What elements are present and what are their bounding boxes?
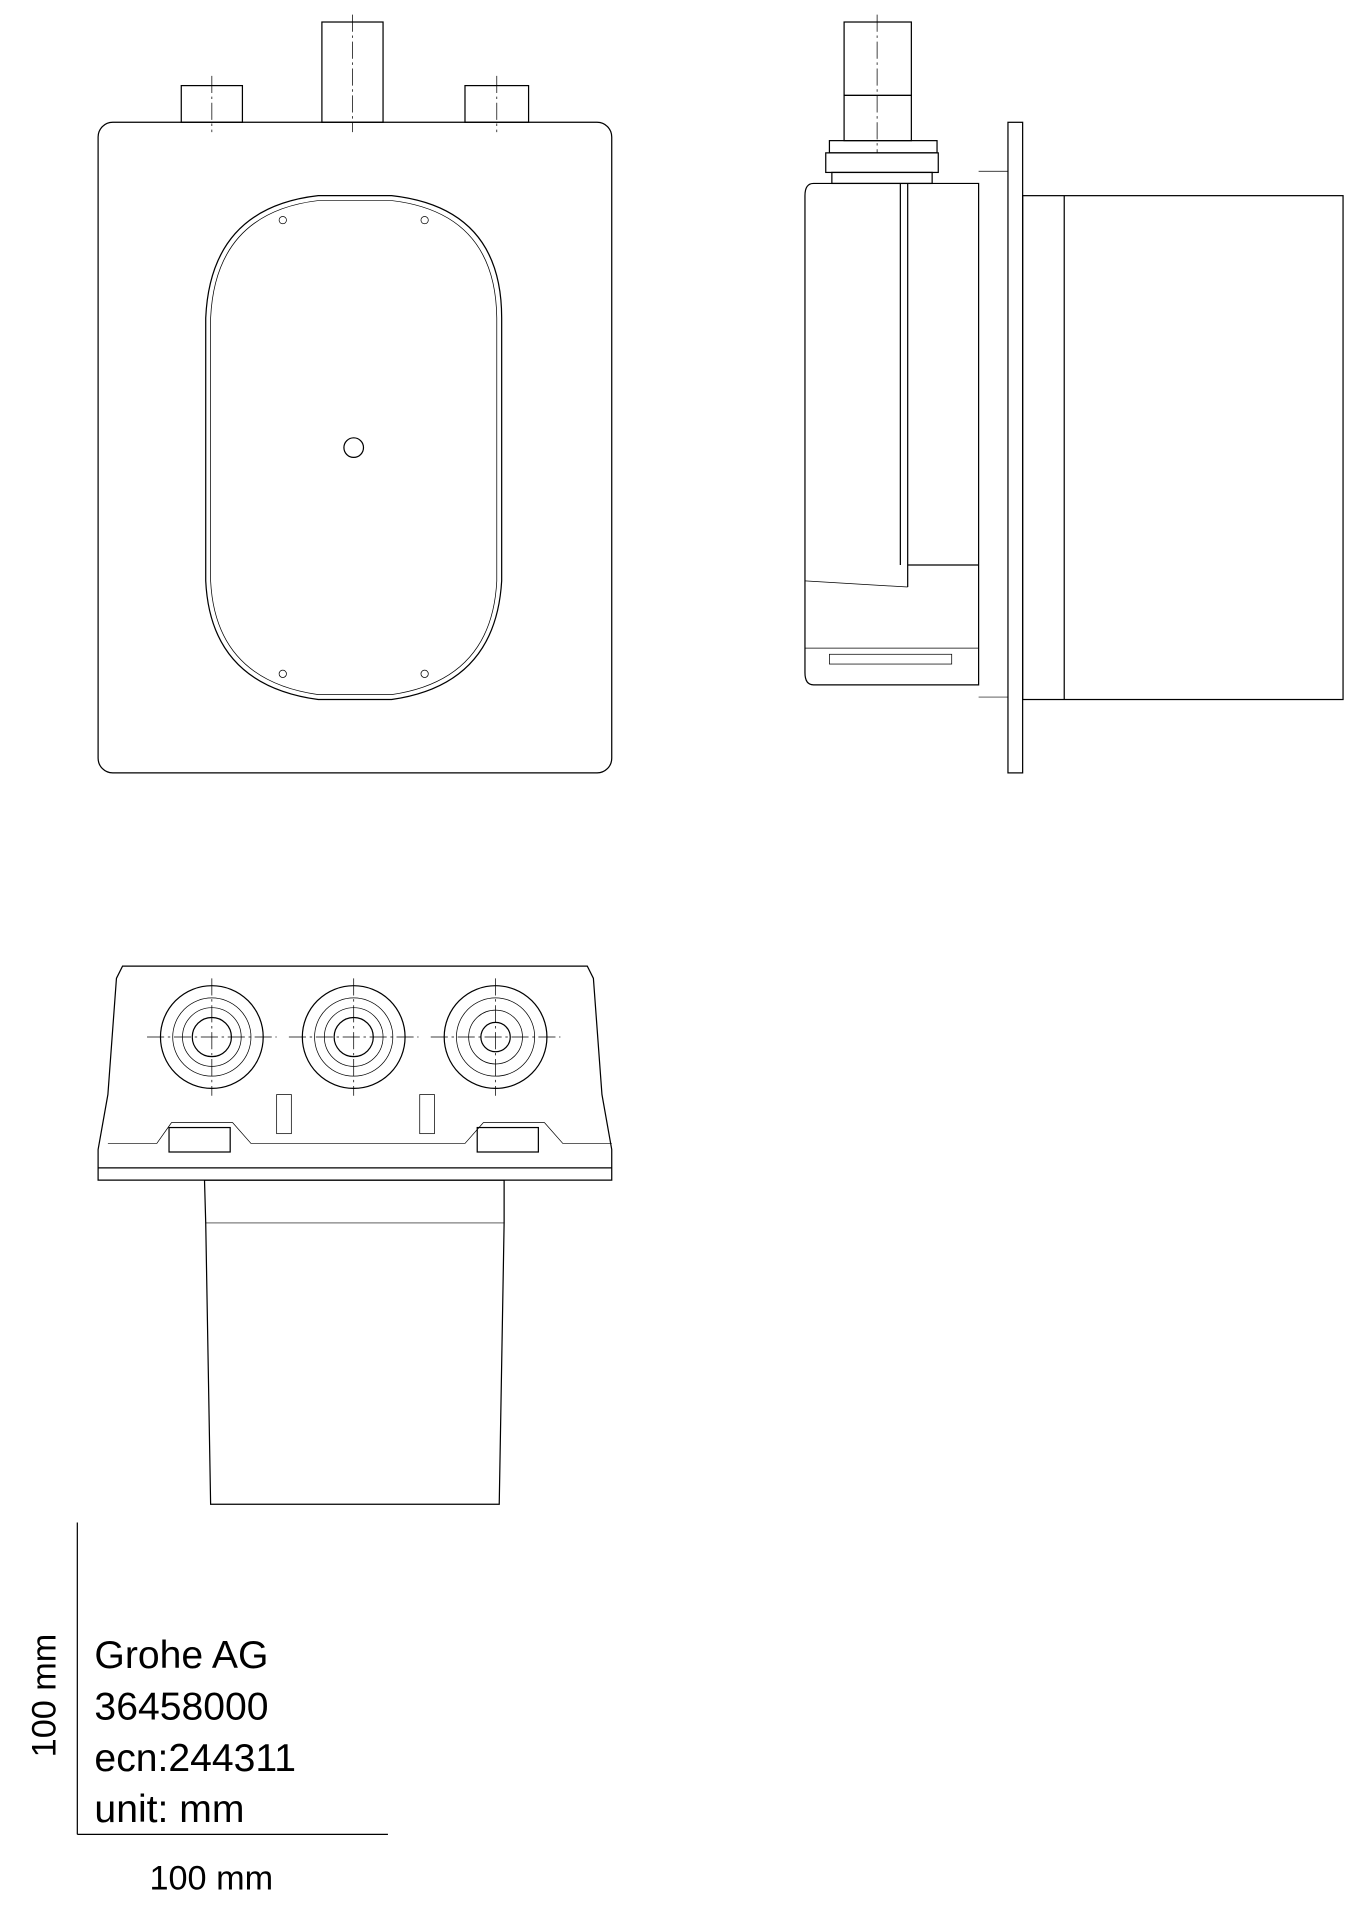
unit-label: unit: mm [94,1788,244,1831]
bottom-view [97,965,613,1505]
front-view [97,14,613,774]
port-left [147,978,277,1096]
scale-bar: 100 mm 100 mm [25,1522,388,1897]
part-number: 36458000 [94,1685,268,1728]
title-block: Grohe AG 36458000 ecn:244311 unit: mm [94,1634,296,1831]
ecn-number: ecn:244311 [94,1737,296,1780]
horizontal-scale-label: 100 mm [149,1859,273,1897]
vertical-scale-label: 100 mm [25,1634,63,1758]
manufacturer: Grohe AG [94,1634,268,1677]
port-center [288,978,419,1096]
side-view [804,14,1344,774]
port-right [430,978,561,1096]
